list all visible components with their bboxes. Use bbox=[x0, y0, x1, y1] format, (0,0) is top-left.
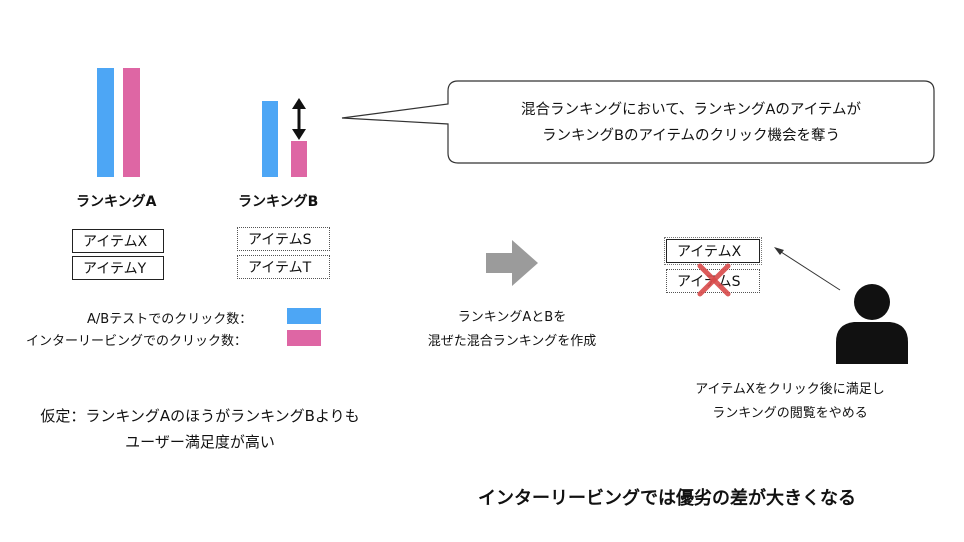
arrow-caption-line-1: ランキングAとBを bbox=[457, 310, 567, 325]
callout-line-1: 混合ランキングにおいて、ランキングAのアイテムが bbox=[521, 102, 861, 118]
ranking-b-item-1: アイテムS bbox=[237, 227, 330, 251]
merged-item-1: アイテムX bbox=[664, 237, 762, 265]
ranking-a-item-2: アイテムY bbox=[72, 256, 164, 280]
legend-interleaving-swatch bbox=[287, 330, 321, 346]
user-caption-line-2: ランキングの閲覧をやめる bbox=[712, 406, 868, 421]
ranking-a-interleaving-bar bbox=[123, 68, 140, 177]
pointer-arrow-icon bbox=[774, 247, 841, 291]
legend-ab-swatch bbox=[287, 308, 321, 324]
ranking-a-label: ランキングA bbox=[76, 194, 157, 210]
ranking-b-item-2: アイテムT bbox=[237, 255, 330, 279]
legend-ab-label: A/Bテストでのクリック数： bbox=[87, 312, 253, 327]
arrow-caption-line-2: 混ぜた混合ランキングを作成 bbox=[427, 334, 597, 349]
cross-mark-icon bbox=[697, 263, 731, 297]
speech-bubble bbox=[341, 80, 935, 164]
conclusion-text: インターリービングでは優劣の差が大きくなる bbox=[478, 488, 856, 509]
callout-line-2: ランキングBのアイテムのクリック機会を奪う bbox=[541, 128, 841, 144]
ranking-a-ab-bar bbox=[97, 68, 114, 177]
double-arrow-icon bbox=[292, 98, 306, 140]
ranking-b-label: ランキングB bbox=[238, 194, 319, 210]
legend-interleaving-label: インターリービングでのクリック数： bbox=[26, 334, 248, 349]
user-icon bbox=[836, 284, 908, 364]
ranking-b-interleaving-bar bbox=[291, 141, 307, 177]
ranking-b-ab-bar bbox=[262, 101, 278, 177]
assumption-line-1: 仮定：ランキングAのほうがランキングBよりも bbox=[40, 407, 360, 425]
user-caption-line-1: アイテムXをクリック後に満足し bbox=[695, 382, 885, 397]
right-arrow-icon bbox=[486, 240, 538, 286]
assumption-line-2: ユーザー満足度が高い bbox=[125, 433, 275, 451]
ranking-a-item-1: アイテムX bbox=[72, 229, 164, 253]
